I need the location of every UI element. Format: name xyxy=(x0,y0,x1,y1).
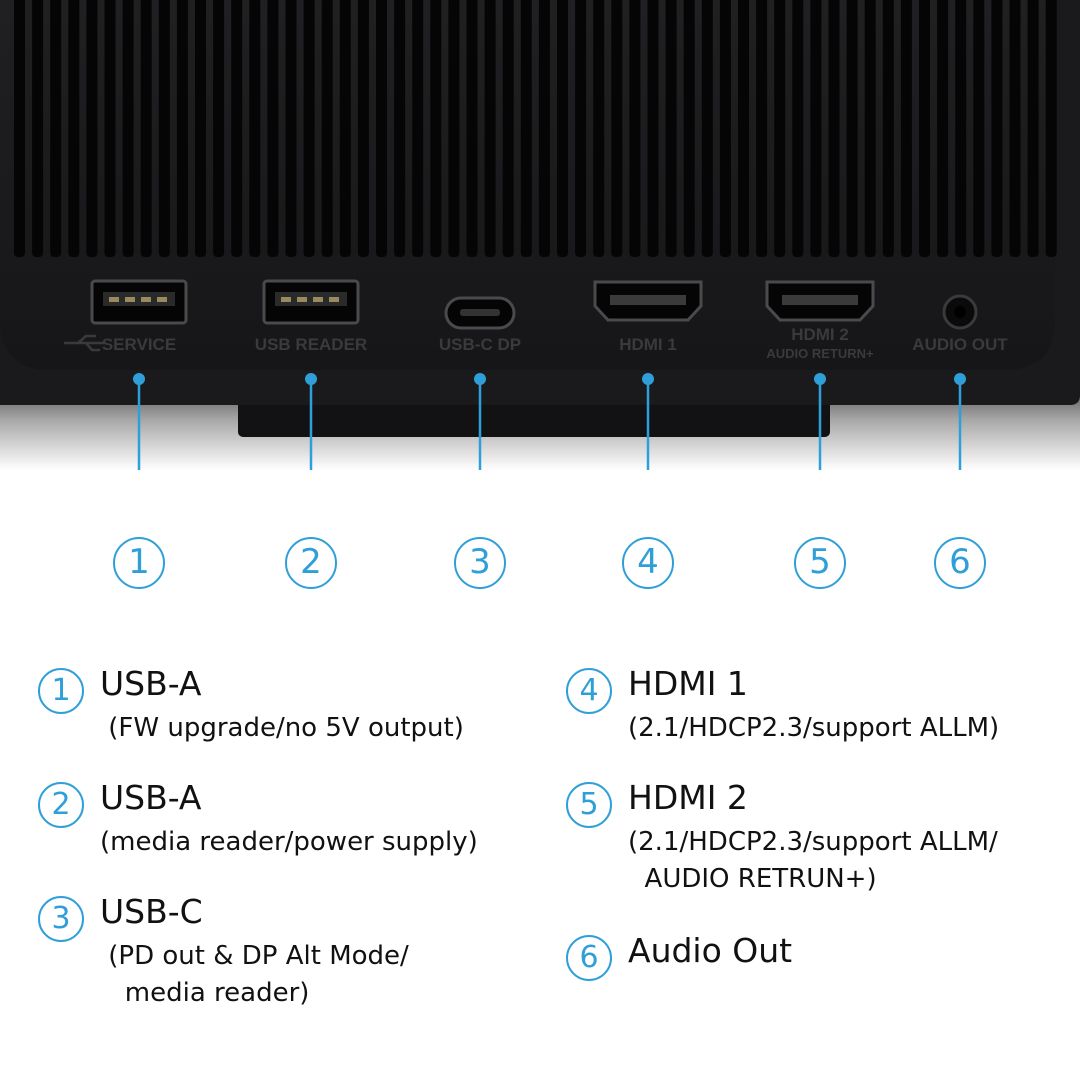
leader-line-4 xyxy=(642,373,654,470)
legend-description: (PD out & DP Alt Mode/ media reader) xyxy=(108,941,409,1008)
port-label-6: AUDIO OUT xyxy=(912,335,1008,354)
legend-number-5: 5 xyxy=(566,782,612,828)
legend-description: (2.1/HDCP2.3/support ALLM) xyxy=(628,713,1000,743)
legend-number-6: 6 xyxy=(566,935,612,981)
leader-line-5 xyxy=(814,373,826,470)
legend-title: Audio Out xyxy=(628,931,793,970)
legend-description: (2.1/HDCP2.3/support ALLM/ AUDIO RETRUN+… xyxy=(628,827,998,894)
hdmi-port-1 xyxy=(593,280,703,322)
port-label-2: USB READER xyxy=(255,335,367,354)
legend-title: USB-C xyxy=(100,892,203,931)
legend-title: USB-A xyxy=(100,778,202,817)
usb-symbol-icon xyxy=(64,334,104,352)
usb-a-port-2 xyxy=(262,279,360,325)
hdmi-port-2 xyxy=(765,280,875,322)
legend-description: (FW upgrade/no 5V output) xyxy=(100,713,464,743)
port-label-5: HDMI 2 xyxy=(791,325,849,344)
leader-line-1 xyxy=(133,373,145,470)
usb-a-port-1 xyxy=(90,279,188,325)
legend-number-3: 3 xyxy=(38,896,84,942)
projector-rear-panel: SERVICE USB READER USB-C DP HDMI 1 HDMI 2 AUD… xyxy=(0,0,1080,470)
port-label-4: HDMI 1 xyxy=(619,335,677,354)
marker-6: 6 xyxy=(934,537,986,589)
marker-5: 5 xyxy=(794,537,846,589)
leader-line-2 xyxy=(305,373,317,470)
legend-number-1: 1 xyxy=(38,668,84,714)
vent-grille xyxy=(14,0,1057,257)
legend-title: HDMI 2 xyxy=(628,778,748,817)
legend-title: HDMI 1 xyxy=(628,664,748,703)
legend-description: (media reader/power supply) xyxy=(100,827,478,857)
marker-1: 1 xyxy=(113,537,165,589)
legend-number-2: 2 xyxy=(38,782,84,828)
port-label-1: SERVICE xyxy=(102,335,176,354)
marker-2: 2 xyxy=(285,537,337,589)
audio-jack xyxy=(942,294,978,330)
usb-c-port xyxy=(444,296,516,330)
legend-number-4: 4 xyxy=(566,668,612,714)
legend-title: USB-A xyxy=(100,664,202,703)
leader-line-6 xyxy=(954,373,966,470)
leader-line-3 xyxy=(474,373,486,470)
port-sublabel-5: AUDIO RETURN+ xyxy=(766,346,874,361)
port-label-3: USB-C DP xyxy=(439,335,521,354)
marker-3: 3 xyxy=(454,537,506,589)
marker-4: 4 xyxy=(622,537,674,589)
